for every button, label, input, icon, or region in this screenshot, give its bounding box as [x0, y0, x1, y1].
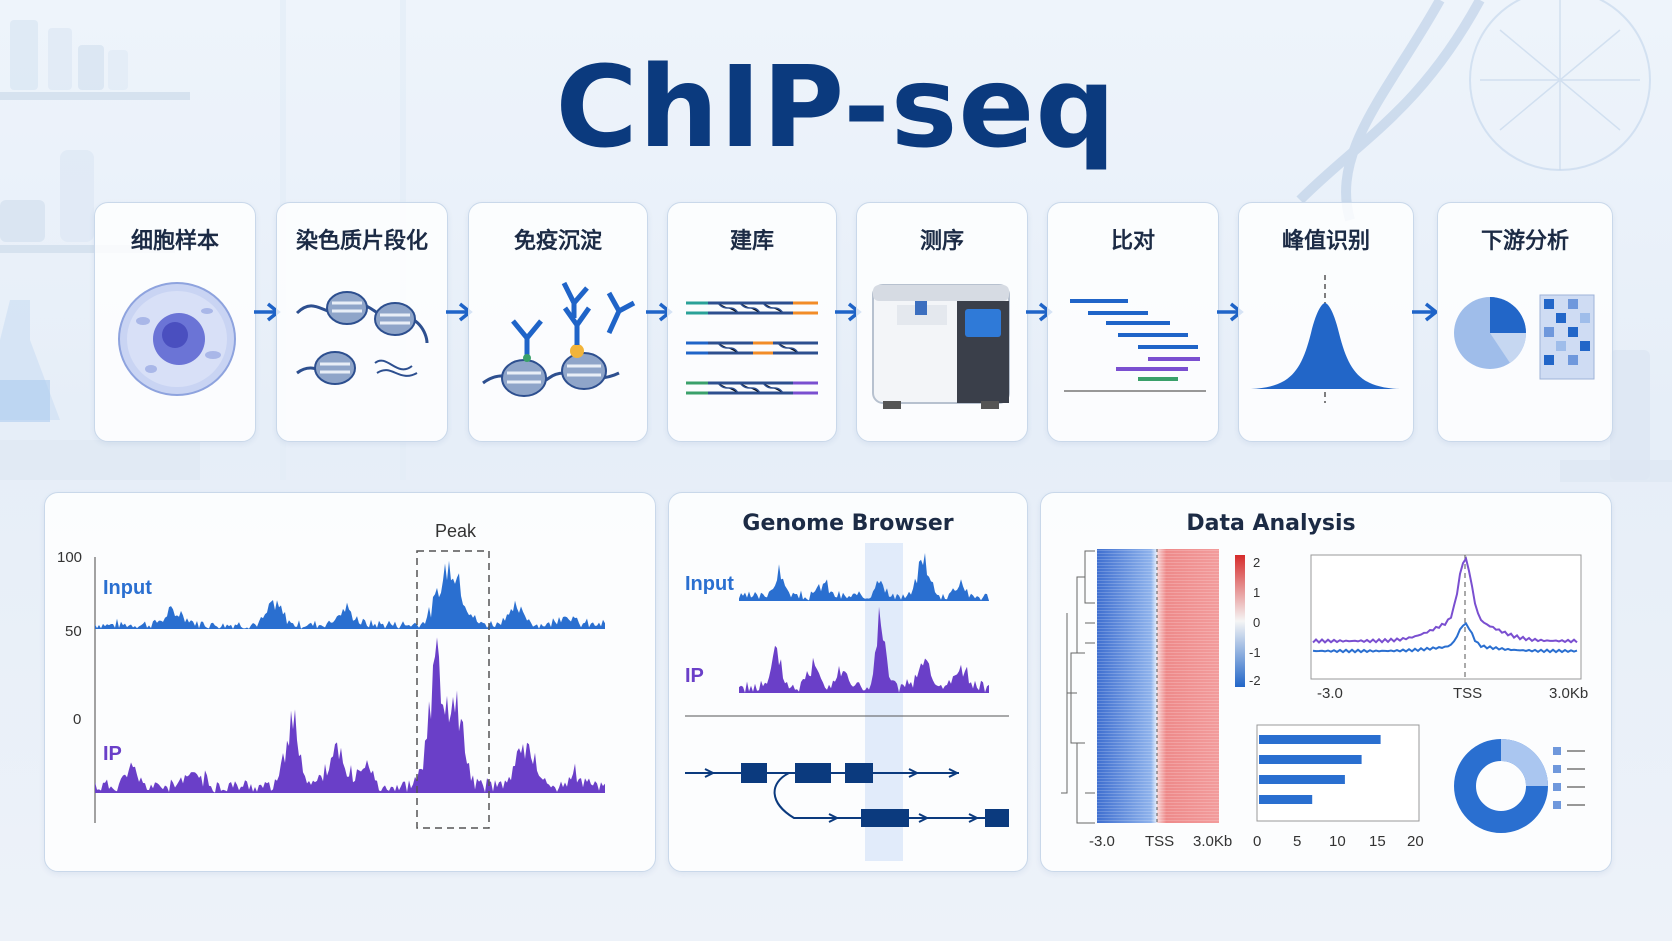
genome-browser-panel: Genome Browser Input IP — [668, 492, 1028, 872]
nucleosome-icon — [295, 291, 429, 385]
heatmap-x-tick: TSS — [1145, 833, 1175, 850]
step-cell-sample: 细胞样本 — [94, 202, 256, 442]
input-track-label: Input — [103, 577, 152, 599]
colorbar-tick: -2 — [1249, 673, 1261, 688]
bar-x-tick: 0 — [1253, 833, 1262, 850]
ip-track-label: IP — [685, 665, 704, 687]
step-library-prep: 建库 — [667, 202, 837, 442]
y-tick-100: 100 — [57, 549, 83, 566]
data-analysis-panel: Data Analysis — [1040, 492, 1612, 872]
ip-track-label: IP — [103, 743, 122, 765]
step-peak-calling: 峰值识别 — [1238, 202, 1414, 442]
step-downstream-analysis: 下游分析 — [1437, 202, 1613, 442]
profile-plot-frame — [1310, 554, 1582, 680]
cell-icon — [118, 282, 236, 396]
bar — [1259, 795, 1313, 804]
bar-x-tick: 10 — [1329, 833, 1346, 850]
bar-x-tick: 15 — [1369, 833, 1386, 850]
peak-tracks — [94, 550, 605, 829]
donut-legend — [1553, 747, 1561, 809]
dendrogram — [1061, 550, 1095, 824]
input-signal — [95, 560, 605, 629]
profile-x-tick: -3.0 — [1317, 685, 1343, 702]
step-label: 染色质片段化 — [295, 229, 428, 254]
ip-signal — [95, 637, 605, 793]
y-tick-0: 0 — [73, 711, 82, 728]
antibody-icon — [482, 281, 636, 397]
heatmap-x-tick: 3.0Kb — [1193, 833, 1233, 850]
colorbar-tick: 2 — [1253, 555, 1261, 570]
bar-x-tick: 20 — [1407, 833, 1424, 850]
step-label: 比对 — [1110, 229, 1155, 254]
page-title: ChIP-seq — [555, 43, 1117, 173]
dna-library-icon — [686, 301, 818, 395]
ip-signal — [739, 606, 989, 693]
panel-title: Data Analysis — [1186, 511, 1356, 536]
profile-x-tick: TSS — [1453, 685, 1483, 702]
profile-x-tick: 3.0Kb — [1549, 685, 1589, 702]
genome-browser-tracks — [685, 543, 1009, 861]
bar-chart — [1259, 735, 1381, 804]
y-tick-50: 50 — [65, 623, 82, 640]
sequencer-icon — [872, 284, 1010, 409]
bar — [1259, 755, 1362, 764]
donut-chart — [1454, 739, 1548, 833]
bar-x-tick: 5 — [1293, 833, 1302, 850]
step-label: 峰值识别 — [1281, 229, 1370, 254]
step-immunoprecipitation: 免疫沉淀 — [468, 202, 648, 442]
heatmap-x-tick: -3.0 — [1089, 833, 1115, 850]
colorbar-tick: 1 — [1253, 585, 1261, 600]
colorbar-tick: 0 — [1253, 615, 1261, 630]
input-profile-line — [1312, 622, 1578, 654]
step-label: 细胞样本 — [130, 229, 219, 254]
data-analysis-figures — [1061, 549, 1585, 833]
panel-title: Genome Browser — [742, 511, 954, 536]
pie-heatmap-icon — [1454, 294, 1595, 380]
step-label: 测序 — [919, 229, 964, 254]
peak-comparison-panel: Peak 100 50 0 Input IP — [44, 492, 656, 872]
input-signal — [739, 553, 989, 601]
arrow-icon — [1412, 302, 1439, 322]
alignment-icon — [1064, 299, 1206, 392]
step-alignment: 比对 — [1047, 202, 1219, 442]
heatmap-colorbar — [1235, 555, 1245, 687]
step-label: 免疫沉淀 — [513, 229, 602, 254]
step-label: 建库 — [729, 229, 774, 254]
input-track-label: Input — [685, 573, 734, 595]
peak-icon — [1251, 275, 1399, 403]
ip-profile-line — [1312, 556, 1578, 644]
peak-highlight-box — [416, 550, 490, 829]
step-label: 下游分析 — [1480, 229, 1569, 254]
step-sequencing: 测序 — [856, 202, 1028, 442]
peak-label: Peak — [435, 521, 477, 541]
step-chromatin-fragmentation: 染色质片段化 — [276, 202, 448, 442]
bar — [1259, 775, 1345, 784]
bar — [1259, 735, 1381, 744]
colorbar-tick: -1 — [1249, 645, 1261, 660]
